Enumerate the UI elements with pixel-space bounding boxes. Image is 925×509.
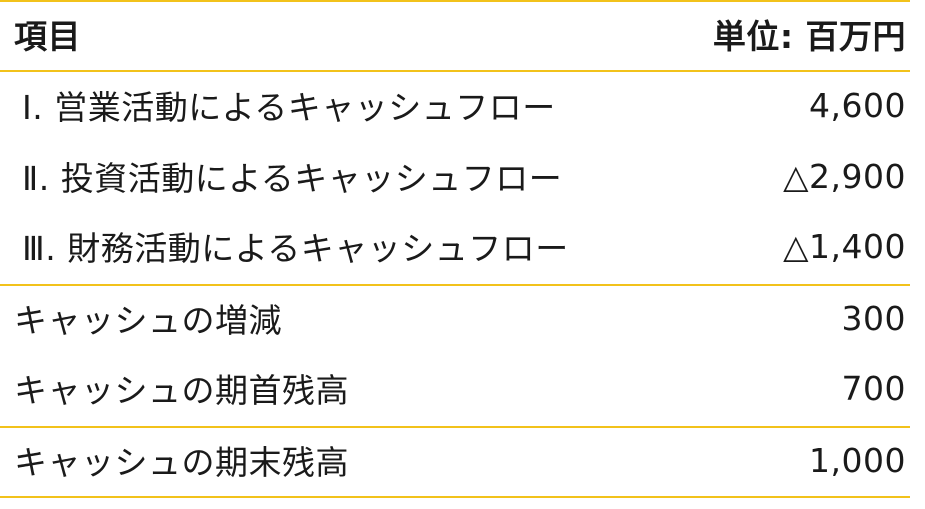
header-row: 項目 単位: 百万円 (0, 4, 910, 64)
section-rule (0, 284, 910, 286)
investing-cf-value: △2,900 (783, 156, 906, 196)
top-rule (0, 0, 910, 2)
table-row: Ⅲ. 財務活動によるキャッシュフロー △1,400 (0, 216, 910, 276)
opening-balance-value: 700 (841, 368, 906, 408)
cash-change-label: キャッシュの増減 (14, 301, 282, 340)
investing-cf-label: Ⅱ. 投資活動によるキャッシュフロー (22, 159, 563, 198)
ending-balance-label: キャッシュの期末残高 (14, 443, 349, 482)
table-row: キャッシュの期首残高 700 (0, 358, 910, 418)
ending-balance-value: 1,000 (809, 440, 906, 480)
item-column-header: 項目 (14, 17, 81, 56)
unit-label: 単位: 百万円 (712, 17, 906, 56)
header-rule (0, 70, 910, 72)
table-row: キャッシュの期末残高 1,000 (0, 430, 910, 490)
table-row: キャッシュの増減 300 (0, 288, 910, 348)
bottom-rule (0, 496, 910, 498)
financing-cf-label: Ⅲ. 財務活動によるキャッシュフロー (22, 229, 569, 268)
financing-cf-value: △1,400 (783, 226, 906, 266)
table-row: Ⅱ. 投資活動によるキャッシュフロー △2,900 (0, 146, 910, 206)
operating-cf-value: 4,600 (809, 85, 906, 125)
cash-change-value: 300 (841, 298, 906, 338)
ending-rule (0, 426, 910, 428)
operating-cf-label: Ⅰ. 営業活動によるキャッシュフロー (22, 88, 556, 127)
table-row: Ⅰ. 営業活動によるキャッシュフロー 4,600 (0, 75, 910, 135)
opening-balance-label: キャッシュの期首残高 (14, 371, 349, 410)
